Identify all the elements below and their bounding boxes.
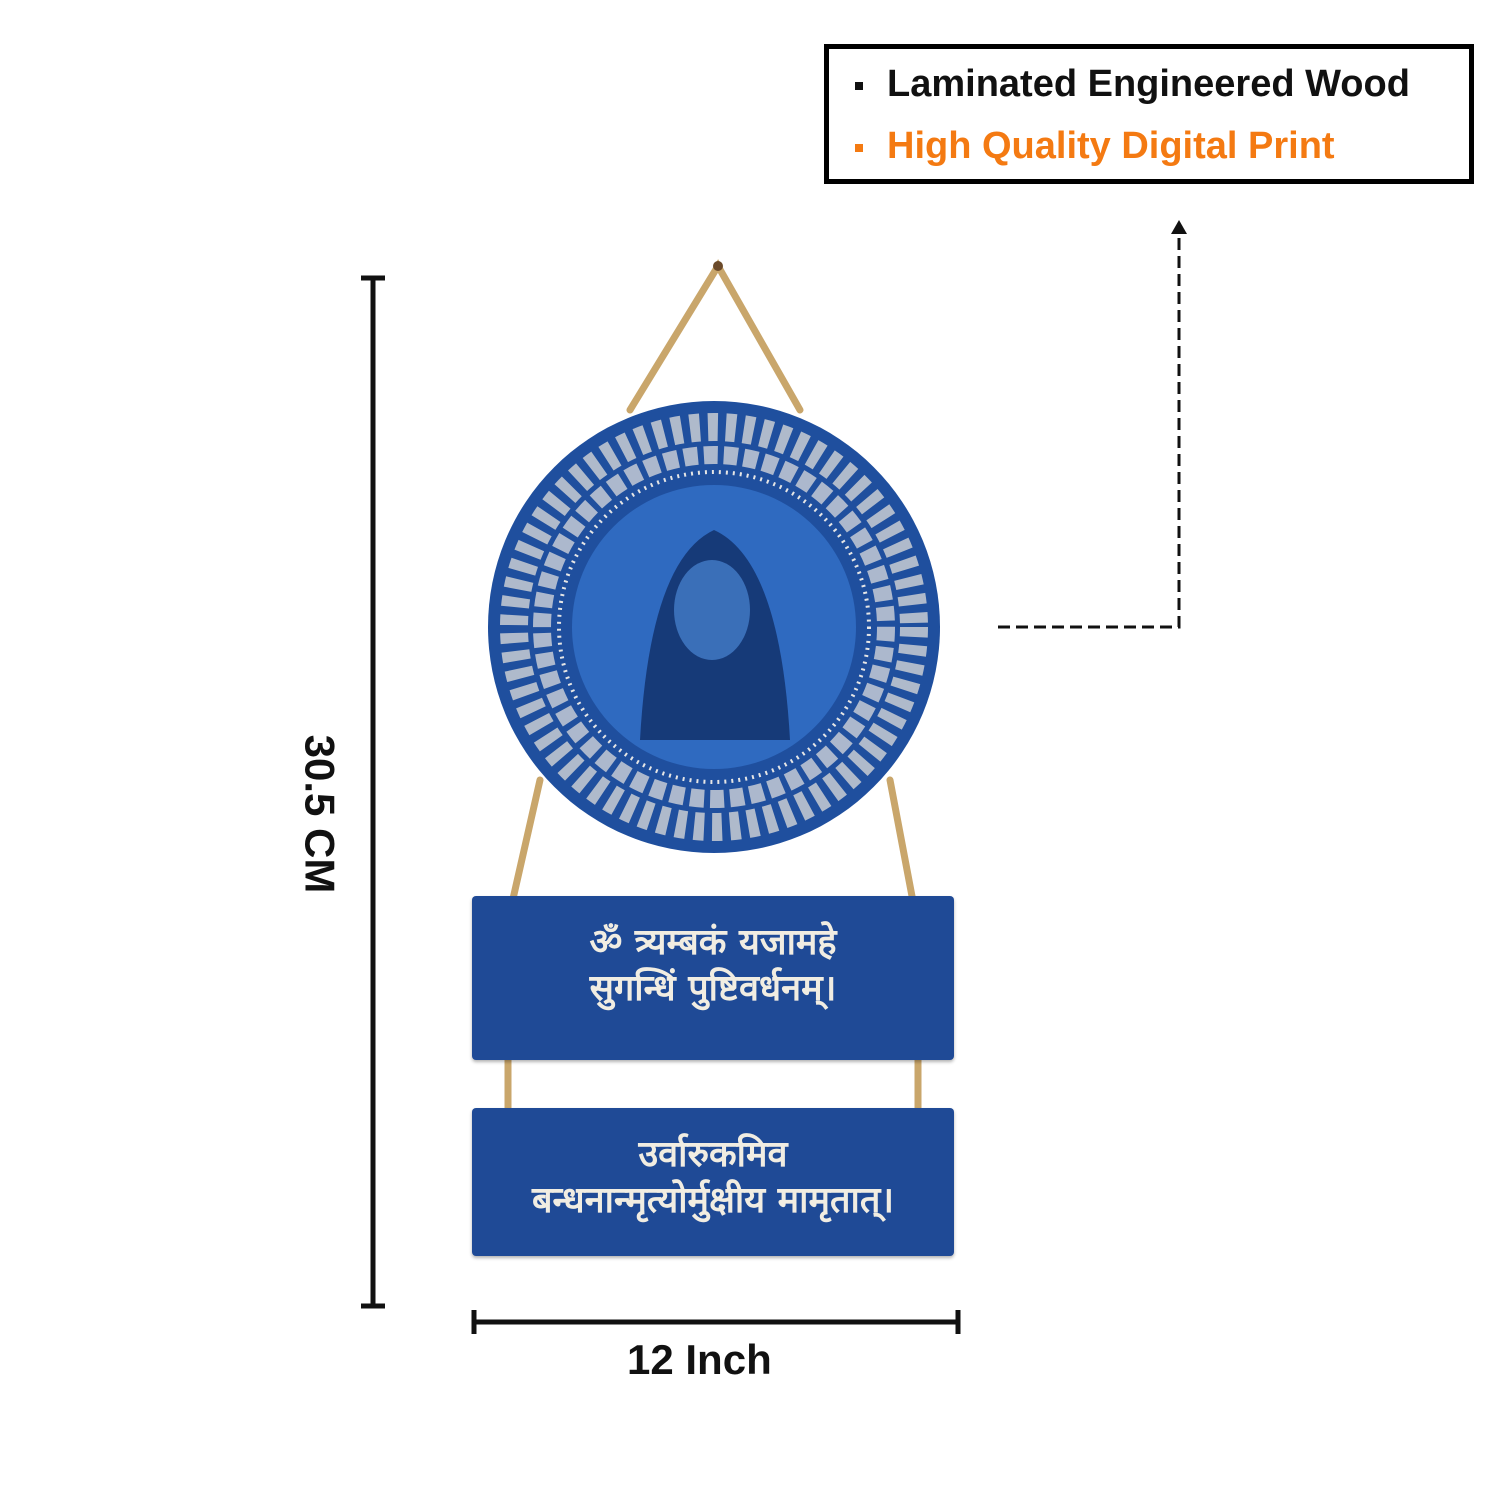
bullet-icon	[855, 81, 863, 90]
feature-label: High Quality Digital Print	[887, 125, 1335, 167]
mantra-line: ॐ त्र्यम्बकं यजामहे	[589, 922, 837, 963]
mantra-line: बन्धनान्मृत्योर्मुक्षीय मामृतात्।	[531, 1180, 895, 1221]
feature-box: Laminated Engineered Wood High Quality D…	[824, 44, 1474, 184]
width-dimension-line	[471, 1310, 961, 1334]
height-label: 30.5 CM	[296, 734, 344, 894]
bullet-icon	[855, 143, 863, 152]
mantra-plank-top: ॐ त्र्यम्बकं यजामहे सुगन्धिं पुष्टिवर्धन…	[472, 896, 954, 1060]
mantra-plank-bottom: उर्वारुकमिव बन्धनान्मृत्योर्मुक्षीय मामृ…	[472, 1108, 954, 1256]
mantra-line: सुगन्धिं पुष्टिवर्धनम्।	[589, 968, 837, 1009]
feature-item-material: Laminated Engineered Wood	[855, 63, 1410, 106]
wall-nail-icon	[713, 261, 723, 271]
feature-item-print: High Quality Digital Print	[855, 125, 1335, 168]
feature-label: Laminated Engineered Wood	[887, 63, 1410, 105]
dashed-pointer-arrow	[998, 220, 1187, 629]
width-label: 12 Inch	[627, 1336, 772, 1383]
height-dimension-line	[361, 275, 385, 1309]
mantra-line: उर्वारुकमिव	[638, 1134, 788, 1175]
shiva-medallion	[488, 401, 940, 853]
